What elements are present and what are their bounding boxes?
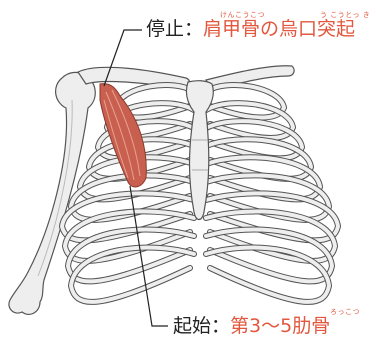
insertion-prefix: 停止： [146, 18, 203, 40]
insertion-label: 停止：肩甲骨の烏口突起 [146, 20, 355, 39]
origin-term: 第3〜5肋骨 [230, 315, 330, 337]
origin-ruby-ribs: ろっこつ [330, 307, 360, 317]
origin-prefix: 起始： [173, 315, 230, 337]
origin-label: 起始：第3〜5肋骨 [173, 317, 330, 336]
insertion-ruby-coracoid: う こうとっ き [320, 10, 370, 20]
insertion-ruby-scapula: けんこうこつ [220, 10, 265, 20]
insertion-term: 肩甲骨の烏口突起 [203, 18, 355, 40]
